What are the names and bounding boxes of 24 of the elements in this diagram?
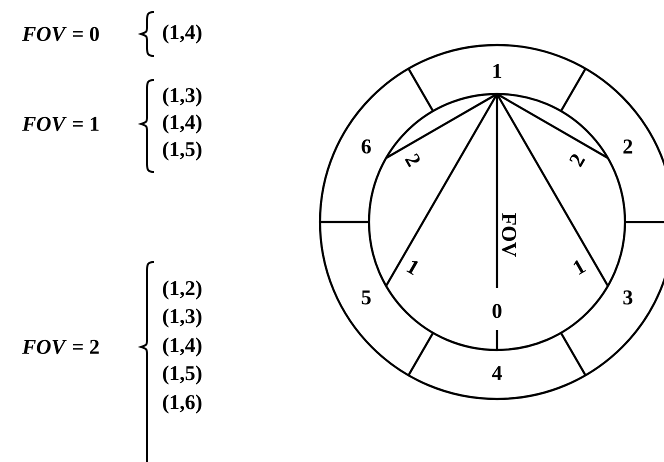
chord-label: 2 (404, 153, 420, 168)
sector-number: 1 (493, 64, 502, 78)
chord-label: 1 (574, 260, 586, 275)
pair-label: (1,6) (163, 394, 202, 414)
pair-label: (1,3) (163, 308, 202, 328)
sector-number: 5 (362, 290, 371, 304)
pair-label: (1,4) (163, 337, 202, 356)
formula-label: FOV = 1 (22, 116, 99, 132)
pair-label: (1,5) (163, 365, 202, 384)
pair-label: (1,4) (163, 24, 202, 44)
pair-label: (1,2) (163, 280, 202, 300)
pair-label: (1,4) (163, 114, 202, 134)
pair-label: (1,5) (163, 141, 202, 160)
sector-number: 6 (362, 139, 371, 154)
sector-number: 4 (492, 366, 502, 380)
sector-number: 2 (623, 140, 632, 154)
formula-label: FOV = 2 (22, 340, 99, 354)
pair-label: (1,3) (163, 87, 202, 106)
sector-number: 3 (623, 290, 632, 305)
chord-label: 0 (492, 304, 502, 318)
formula-label: FOV = 0 (22, 26, 99, 42)
chord-label: 1 (406, 261, 418, 276)
chord-label: FOV (502, 213, 516, 257)
chord-label: 2 (569, 154, 586, 168)
